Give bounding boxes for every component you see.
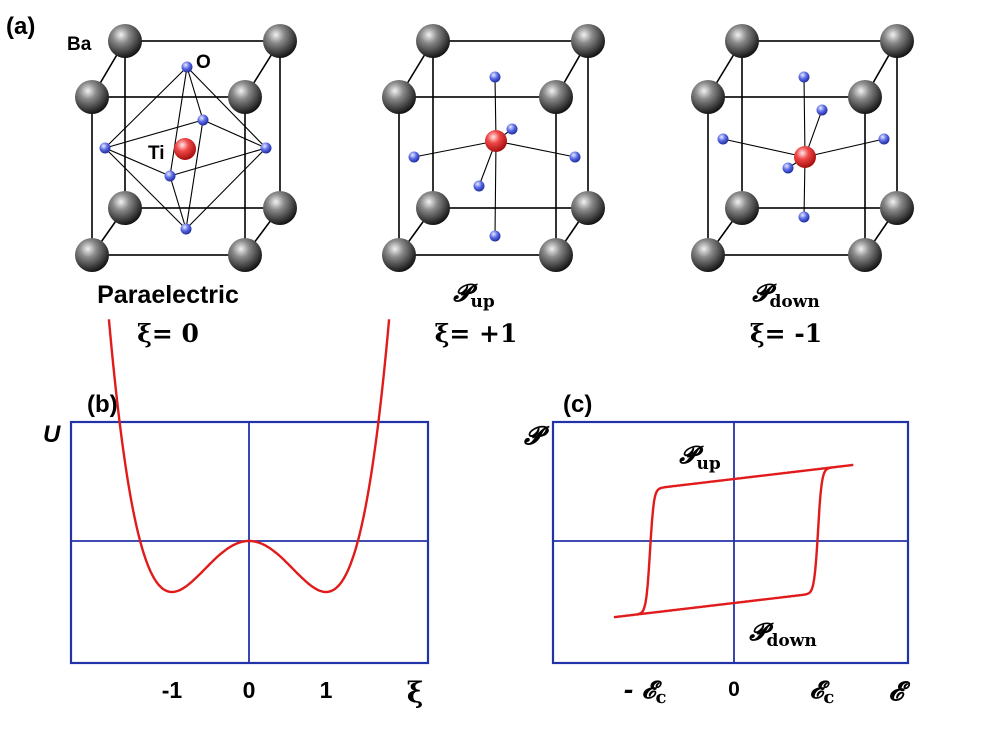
tick-label-zero: 0 — [243, 677, 256, 703]
ti-atom-label: Ti — [148, 143, 165, 164]
ba-atom-label: Ba — [67, 34, 92, 55]
panel-b-label: (b) — [87, 391, 118, 418]
ti-atom — [794, 146, 816, 168]
field-axis-label: 𝓔 — [889, 677, 912, 707]
barium-atoms — [75, 24, 297, 272]
p-up-xi-caption: ξ= +1 — [435, 319, 518, 348]
p-up-branch-label: 𝓟up — [679, 440, 721, 474]
panel-c-hysteresis-plot: (c) 𝓟 𝓟up 𝓟down - 𝓔c 0 𝓔c 𝓔 — [524, 391, 912, 708]
panel-a-label: (a) — [6, 13, 35, 40]
paraelectric-xi-caption: ξ= 0 — [137, 319, 199, 348]
paraelectric-unit-cell — [75, 24, 297, 272]
tick-label-minus-one: -1 — [162, 677, 183, 703]
panel-c-label: (c) — [563, 391, 592, 418]
polarization-axis-label: 𝓟 — [524, 421, 550, 450]
p-down-caption: 𝓟down — [752, 278, 820, 312]
polarized-down-unit-cell — [691, 24, 914, 272]
panel-b-energy-plot: (b) U -1 0 1 ξ — [43, 319, 430, 709]
p-down-branch-label: 𝓟down — [749, 617, 817, 651]
tick-label-zero: 0 — [728, 678, 740, 701]
oxygen-atoms — [99, 61, 272, 235]
oxygen-octahedron — [104, 66, 267, 230]
double-well-curve — [107, 319, 391, 594]
plot-frame — [551, 420, 910, 665]
panel-a: (a) Ba O Ti — [6, 13, 914, 348]
tick-label-ec: 𝓔c — [810, 675, 835, 708]
p-up-caption: 𝓟up — [453, 278, 495, 312]
barium-atoms — [691, 24, 914, 272]
polarized-up-unit-cell — [382, 24, 605, 272]
p-down-xi-caption: ξ= -1 — [750, 319, 822, 348]
hysteresis-loop — [613, 463, 854, 619]
ti-atom — [174, 138, 196, 160]
ti-atom — [485, 130, 507, 152]
tick-label-minus-ec: - 𝓔c — [623, 675, 666, 708]
barium-atoms — [382, 24, 605, 272]
o-atom-label: O — [196, 52, 211, 73]
xi-axis-label: ξ — [407, 676, 424, 709]
paraelectric-caption: Paraelectric — [97, 281, 239, 309]
energy-axis-label: U — [43, 421, 61, 448]
oxygen-atoms — [717, 71, 890, 223]
tick-label-one: 1 — [320, 677, 333, 703]
oxygen-atoms — [408, 71, 581, 242]
